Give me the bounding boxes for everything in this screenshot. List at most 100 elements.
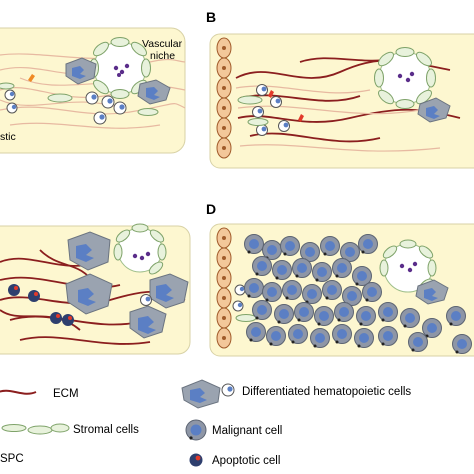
malignant-cell-dot (247, 294, 251, 298)
malignant-cell-nucleus (319, 311, 329, 321)
panel-a: Vascular niche stic (0, 27, 186, 154)
legend-differentiated-label: Differentiated hematopoietic cells (242, 386, 411, 398)
malignant-cell-dot (283, 252, 287, 256)
malignant-cell-nucleus (277, 265, 287, 275)
malignant-cell-dot (323, 252, 327, 256)
malignant-cell-nucleus (297, 263, 307, 273)
malignant-cell-dot (277, 320, 281, 324)
malignant-cell-nucleus (383, 331, 393, 341)
panel-a-stromal-cells (0, 82, 159, 116)
malignant-cell-nucleus (293, 329, 303, 339)
malignant-cell-nucleus (305, 247, 315, 257)
malignant-cell-nucleus (337, 329, 347, 339)
malignant-cell-nucleus (271, 331, 281, 341)
legend-differentiated-symbol (181, 379, 235, 409)
malignant-cell-dot (355, 282, 359, 286)
panel-c (0, 223, 191, 355)
malignant-cell-dot (365, 298, 369, 302)
malignant-cell-dot (255, 272, 259, 276)
malignant-cell-dot (337, 318, 341, 322)
malignant-cell-dot (359, 322, 363, 326)
legend-apoptotic-symbol (189, 453, 203, 467)
panel-a-niche-label: niche (150, 50, 175, 62)
malignant-cell-nucleus (367, 287, 377, 297)
malignant-cell-dot (295, 274, 299, 278)
panel-d-vascular-niche (379, 239, 449, 305)
malignant-cell-dot (335, 340, 339, 344)
malignant-cell-dot (275, 276, 279, 280)
panel-a-differentiated-cells (4, 57, 171, 125)
malignant-cell-nucleus (287, 285, 297, 295)
malignant-cell-dot (411, 348, 415, 352)
panel-d-letter: D (206, 201, 216, 217)
malignant-cell-nucleus (251, 327, 261, 337)
legend-malignant-label: Malignant cell (212, 425, 282, 437)
legend-apoptotic-label: Apoptotic cell (212, 455, 280, 467)
malignant-cell-dot (249, 338, 253, 342)
malignant-cell-dot (255, 316, 259, 320)
malignant-cell-nucleus (361, 311, 371, 321)
panel-c-differentiated-cells (65, 231, 189, 339)
malignant-cell-dot (325, 296, 329, 300)
malignant-cell-nucleus (345, 247, 355, 257)
malignant-cell-dot (449, 322, 453, 326)
panel-a-vascular-label: Vascular (142, 38, 183, 50)
panel-c-vascular-niche (113, 223, 167, 275)
malignant-cell-dot (381, 342, 385, 346)
malignant-cell-nucleus (299, 307, 309, 317)
legend-ecm-label: ECM (53, 388, 79, 400)
malignant-cell-nucleus (357, 271, 367, 281)
malignant-cell-dot (361, 250, 365, 254)
malignant-cell-nucleus (249, 239, 259, 249)
legend-stromal-label: Stromal cells (73, 424, 139, 436)
malignant-cell-nucleus (267, 287, 277, 297)
malignant-cell-nucleus (337, 263, 347, 273)
malignant-cell-nucleus (279, 309, 289, 319)
malignant-cell-dot (291, 340, 295, 344)
malignant-cell-nucleus (325, 241, 335, 251)
malignant-cell-dot (315, 278, 319, 282)
legend-hspc-label: SPC (0, 453, 24, 465)
malignant-cell-nucleus (339, 307, 349, 317)
malignant-cell-nucleus (257, 261, 267, 271)
legend-stromal-symbol (1, 423, 70, 435)
malignant-cell-dot (297, 318, 301, 322)
malignant-cell-nucleus (413, 337, 423, 347)
malignant-cell-dot (357, 344, 361, 348)
malignant-cell-nucleus (383, 307, 393, 317)
malignant-cell-nucleus (451, 311, 461, 321)
malignant-cell-dot (381, 318, 385, 322)
malignant-cell-nucleus (257, 305, 267, 315)
panel-b-letter: B (206, 9, 216, 25)
malignant-cell-nucleus (315, 333, 325, 343)
panel-a-partial-label: stic (0, 131, 16, 143)
malignant-cell-dot (403, 324, 407, 328)
malignant-cell-dot (285, 296, 289, 300)
malignant-cell-nucleus (285, 241, 295, 251)
malignant-cell-nucleus (327, 285, 337, 295)
panel-b-vascular-niche (374, 47, 436, 109)
malignant-cell-nucleus (427, 323, 437, 333)
malignant-cell-nucleus (359, 333, 369, 343)
malignant-cell-nucleus (347, 291, 357, 301)
malignant-cell-nucleus (363, 239, 373, 249)
legend-ecm-symbol (0, 389, 37, 395)
malignant-cell-nucleus (267, 245, 277, 255)
panel-a-orange-marker (28, 74, 35, 82)
malignant-cell-dot (317, 322, 321, 326)
malignant-cell-dot (265, 298, 269, 302)
panel-b: B (206, 9, 474, 169)
legend: ECM Stromal cells SPC Differentiated hem… (0, 379, 411, 467)
malignant-cell-dot (313, 344, 317, 348)
malignant-cell-dot (455, 350, 459, 354)
malignant-cell-nucleus (307, 289, 317, 299)
malignant-cell-nucleus (405, 313, 415, 323)
malignant-cell-nucleus (457, 339, 467, 349)
malignant-cell-nucleus (317, 267, 327, 277)
panel-c-apoptotic-cells (8, 284, 74, 326)
panel-b-differentiated-cells (252, 84, 451, 136)
panel-d: D (206, 201, 474, 357)
malignant-cell-nucleus (249, 283, 259, 293)
legend-malignant-symbol (185, 419, 207, 441)
